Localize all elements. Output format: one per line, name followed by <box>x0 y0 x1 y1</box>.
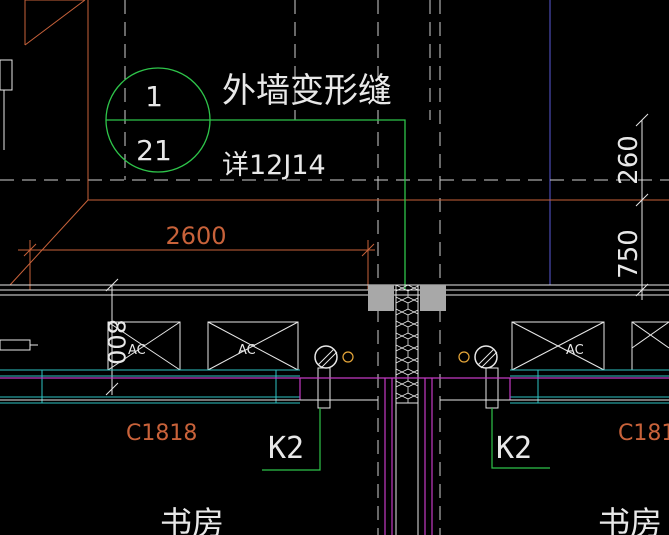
upper-left-fixture <box>0 59 13 150</box>
dimension-right-lower-label: 750 <box>614 229 644 279</box>
dimension-height-left-label: 800 <box>102 319 130 365</box>
pipe-fixture-right <box>458 345 499 409</box>
window-label-right: C181 <box>618 421 669 446</box>
room-label-right: 书房 <box>598 504 662 535</box>
pipe-fixture-left <box>314 345 354 409</box>
dimension-right-upper-label: 260 <box>614 135 644 185</box>
switch-leader-left <box>262 408 321 471</box>
lower-wall-lines <box>0 399 669 535</box>
ac-label-1: AC <box>128 343 146 358</box>
room-label-left: 书房 <box>160 504 224 535</box>
pipe-lines <box>0 377 669 535</box>
ac-label-3: AC <box>566 343 584 358</box>
joint-block-left <box>368 285 394 311</box>
joint-block-right <box>420 285 446 311</box>
slab-lines <box>0 284 669 296</box>
window-frames <box>0 369 669 404</box>
switch-label-right: K2 <box>496 431 532 466</box>
window-label-left: C1818 <box>126 421 197 446</box>
detail-callout-leader <box>106 119 406 290</box>
note-title: 外墙变形缝 <box>222 71 392 111</box>
left-plug <box>0 339 38 351</box>
dimension-width-lines <box>18 240 375 290</box>
ac-label-2: AC <box>238 343 256 358</box>
wall-outlines <box>9 0 669 286</box>
note-reference: 详12J14 <box>222 150 326 181</box>
detail-callout-sheet: 21 <box>136 134 172 167</box>
switch-label-left: K2 <box>268 431 304 466</box>
switch-leader-right <box>491 408 550 469</box>
detail-callout-number: 1 <box>145 80 163 113</box>
joint-filler-hatch <box>395 284 419 404</box>
dimension-width-label: 2600 <box>165 222 226 250</box>
